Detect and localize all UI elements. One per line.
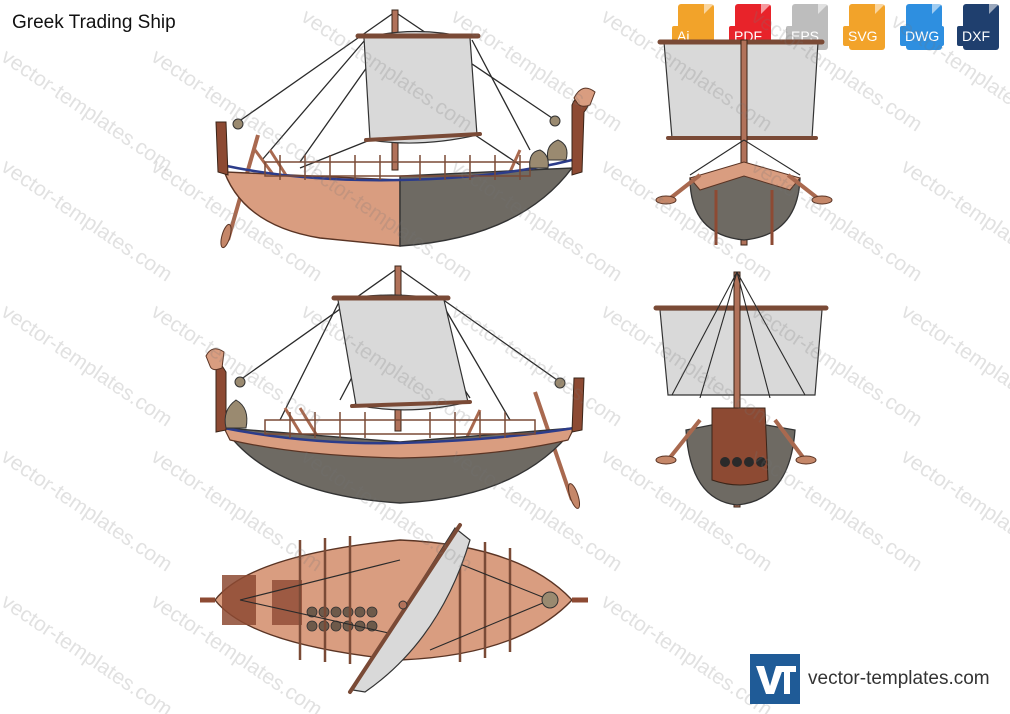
- vt-logo-icon: [756, 666, 796, 694]
- format-label: DXF: [957, 26, 995, 46]
- format-dxf-button[interactable]: DXF: [957, 4, 1007, 52]
- page-title: Greek Trading Ship: [12, 12, 176, 33]
- format-svg-button[interactable]: SVG: [843, 4, 893, 52]
- format-label: DWG: [900, 26, 945, 46]
- front-view: [655, 39, 833, 246]
- vt-logo-mark: [750, 654, 800, 704]
- logo-wordmark: vector-templates.com: [808, 668, 990, 689]
- side-view-starboard: [215, 9, 596, 249]
- top-view: [200, 523, 588, 694]
- format-dwg-button[interactable]: DWG: [900, 4, 950, 52]
- side-view-port: [205, 265, 585, 509]
- rear-view: [653, 271, 829, 508]
- format-label: SVG: [843, 26, 883, 46]
